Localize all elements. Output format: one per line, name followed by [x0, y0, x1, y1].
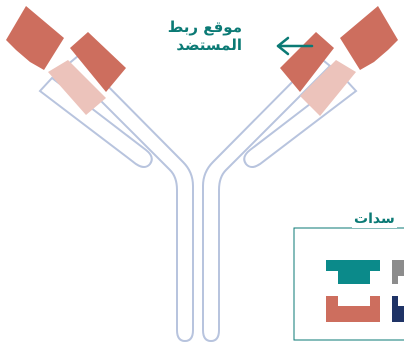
right-heavy-chain — [202, 54, 332, 343]
teal-antigen-shape — [326, 260, 380, 284]
gray-antigen-shape — [392, 260, 404, 284]
antigens-box-title: سدات — [352, 210, 397, 228]
left-heavy-chain — [64, 54, 194, 343]
left-heavy-chain-tip — [70, 32, 126, 92]
light-chains — [38, 76, 358, 168]
left-light-chain-tip — [6, 6, 64, 70]
left-light-chain-variable-pale — [48, 60, 106, 115]
right-light-chain — [243, 76, 358, 168]
left-light-chain — [38, 76, 153, 168]
arrow-left-icon — [276, 36, 314, 56]
heavy-chains — [64, 54, 332, 343]
right-light-chain-tip — [340, 6, 398, 70]
navy-antigen-shape — [392, 296, 404, 322]
coral-antigen-shape — [326, 296, 380, 322]
right-heavy-chain-tip — [280, 32, 334, 92]
right-light-chain-variable-pale — [300, 60, 356, 116]
binding-site-label-line1: موقع ربط — [167, 18, 242, 36]
antigens-box-border — [293, 227, 404, 341]
binding-site-label-line2: المستضد — [176, 36, 242, 54]
antigens-box — [293, 227, 404, 341]
